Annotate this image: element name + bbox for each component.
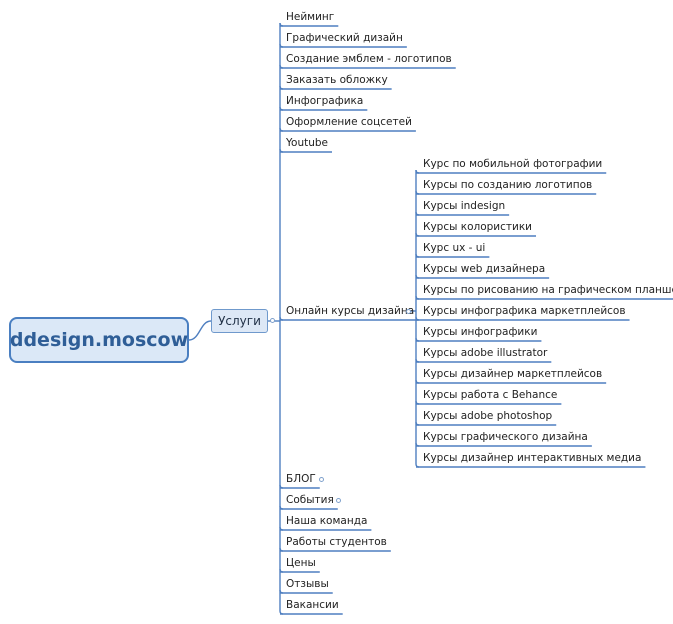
branch-elbow bbox=[279, 484, 284, 489]
branch-infographics[interactable]: Инфографика bbox=[286, 95, 364, 107]
branch-elbow bbox=[279, 505, 284, 510]
course-elbow bbox=[415, 253, 420, 258]
branch-online-courses[interactable]: Онлайн курсы дизайна bbox=[286, 305, 415, 317]
course-ux-ui[interactable]: Курс ux - ui bbox=[423, 242, 486, 254]
branch-elbow bbox=[279, 148, 284, 153]
hub-label: Услуги bbox=[218, 314, 261, 328]
root-hub-connector bbox=[188, 320, 212, 341]
root-node[interactable]: ddesign.moscow bbox=[9, 317, 189, 363]
course-elbow bbox=[415, 379, 420, 384]
branch-reviews[interactable]: Отзывы bbox=[286, 578, 329, 590]
online-courses-collapse-icon[interactable] bbox=[406, 309, 411, 314]
course-elbow bbox=[415, 232, 420, 237]
branch-graphic-design[interactable]: Графический дизайн bbox=[286, 32, 403, 44]
hub-collapse-icon[interactable] bbox=[270, 318, 275, 323]
branch-elbow bbox=[279, 610, 284, 615]
course-marketplace-infographics[interactable]: Курсы инфографика маркетплейсов bbox=[423, 305, 626, 317]
branch-team[interactable]: Наша команда bbox=[286, 515, 368, 527]
hub-node-uslugi[interactable]: Услуги bbox=[211, 309, 268, 333]
course-elbow bbox=[415, 295, 420, 300]
course-interactive-media[interactable]: Курсы дизайнер интерактивных медиа bbox=[423, 452, 642, 464]
course-elbow bbox=[415, 190, 420, 195]
branch-elbow bbox=[279, 64, 284, 69]
course-elbow bbox=[415, 421, 420, 426]
branch-student-works[interactable]: Работы студентов bbox=[286, 536, 387, 548]
course-behance[interactable]: Курсы работа с Behance bbox=[423, 389, 558, 401]
branch-vacancies[interactable]: Вакансии bbox=[286, 599, 339, 611]
course-elbow bbox=[415, 358, 420, 363]
course-web-designer[interactable]: Курсы web дизайнера bbox=[423, 263, 546, 275]
course-tablet-drawing[interactable]: Курсы по рисованию на графическом планше… bbox=[423, 284, 673, 296]
branch-logo-creation[interactable]: Создание эмблем - логотипов bbox=[286, 53, 452, 65]
branch-elbow bbox=[279, 547, 284, 552]
course-elbow bbox=[415, 400, 420, 405]
course-mobile-photo[interactable]: Курс по мобильной фотографии bbox=[423, 158, 603, 170]
branch-events[interactable]: События bbox=[286, 494, 334, 506]
branch-elbow bbox=[279, 43, 284, 48]
course-illustrator[interactable]: Курсы adobe illustrator bbox=[423, 347, 548, 359]
course-indesign[interactable]: Курсы indesign bbox=[423, 200, 506, 212]
course-coloristics[interactable]: Курсы колористики bbox=[423, 221, 533, 233]
branch-order-cover[interactable]: Заказать обложку bbox=[286, 74, 388, 86]
branch-elbow bbox=[279, 526, 284, 531]
course-logos[interactable]: Курсы по созданию логотипов bbox=[423, 179, 593, 191]
branch-prices[interactable]: Цены bbox=[286, 557, 316, 569]
course-elbow bbox=[415, 337, 420, 342]
course-elbow bbox=[415, 442, 420, 447]
course-elbow bbox=[415, 316, 420, 321]
course-elbow bbox=[415, 169, 420, 174]
branch-elbow bbox=[279, 85, 284, 90]
blog-expand-icon[interactable] bbox=[319, 477, 324, 482]
branch-elbow bbox=[279, 22, 284, 27]
branch-elbow bbox=[279, 568, 284, 573]
branch-social-design[interactable]: Оформление соцсетей bbox=[286, 116, 412, 128]
branch-elbow bbox=[279, 127, 284, 132]
course-elbow bbox=[415, 463, 420, 468]
course-elbow bbox=[415, 211, 420, 216]
branch-elbow bbox=[279, 106, 284, 111]
course-infographics[interactable]: Курсы инфографики bbox=[423, 326, 538, 338]
events-expand-icon[interactable] bbox=[336, 498, 341, 503]
branch-blog[interactable]: БЛОГ bbox=[286, 473, 316, 485]
course-graphic-design[interactable]: Курсы графического дизайна bbox=[423, 431, 588, 443]
branch-elbow bbox=[279, 589, 284, 594]
root-label: ddesign.moscow bbox=[9, 329, 189, 351]
branch-youtube[interactable]: Youtube bbox=[286, 137, 328, 149]
branch-elbow bbox=[279, 316, 284, 321]
branch-neyming[interactable]: Нейминг bbox=[286, 11, 335, 23]
course-elbow bbox=[415, 274, 420, 279]
course-marketplace-designer[interactable]: Курсы дизайнер маркетплейсов bbox=[423, 368, 603, 380]
course-photoshop[interactable]: Курсы adobe photoshop bbox=[423, 410, 553, 422]
